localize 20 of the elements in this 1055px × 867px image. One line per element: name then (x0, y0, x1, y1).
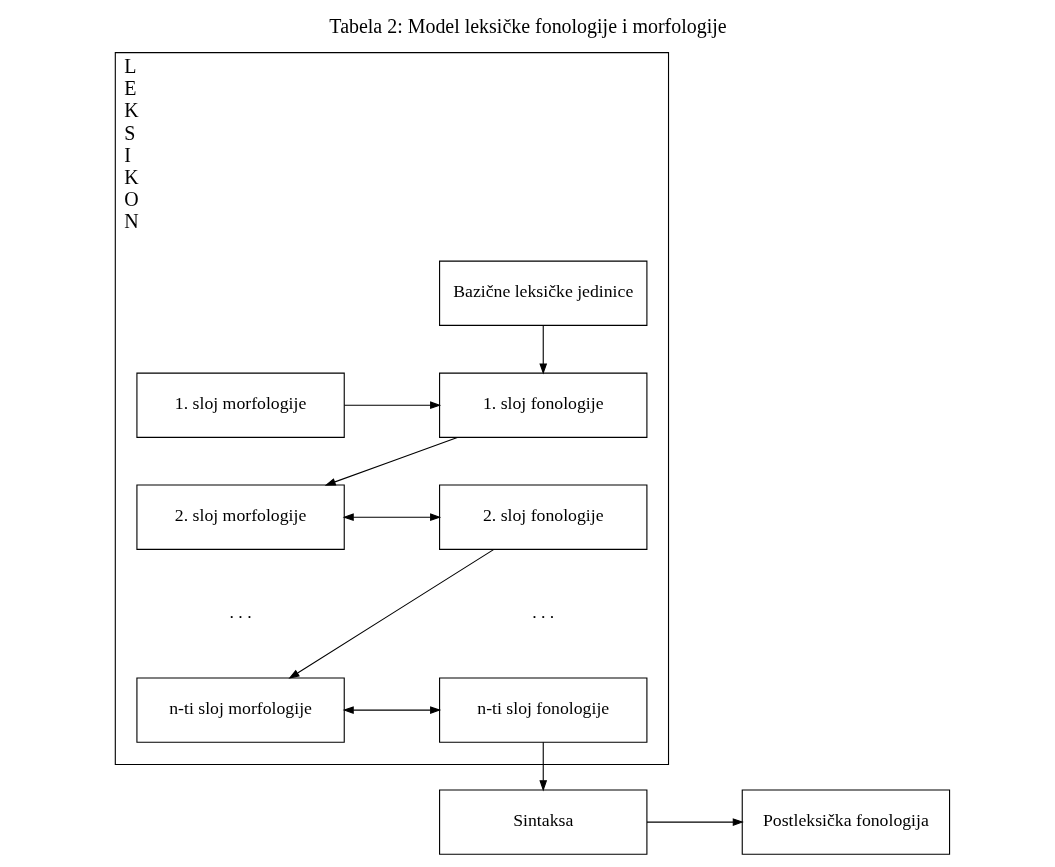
node-box: Postleksička fonologija (741, 789, 950, 855)
node-box: n-ti sloj fonologije (438, 677, 647, 743)
label: . . . (531, 601, 554, 622)
node-box: 2. sloj morfologije (135, 484, 345, 550)
arrow (343, 401, 441, 410)
diagram-title: Tabela 2: Model leksičke fonologije i morfologije (328, 15, 727, 38)
arrow (287, 548, 494, 679)
arrow (645, 818, 744, 826)
node-box: 1. sloj fonologije (438, 372, 647, 438)
arrow (342, 706, 441, 714)
node-box: n-ti sloj morfologije (135, 677, 345, 743)
arrow (538, 324, 547, 375)
arrow (324, 436, 458, 486)
node-box: 2. sloj fonologije (438, 484, 647, 550)
node-box: Bazične leksičke jedinice (438, 260, 647, 326)
label: . . . (229, 601, 252, 622)
arrow (538, 741, 547, 792)
node-box: Sintaksa (438, 789, 647, 855)
node-box: 1. sloj morfologije (135, 372, 345, 438)
arrow (342, 513, 441, 522)
